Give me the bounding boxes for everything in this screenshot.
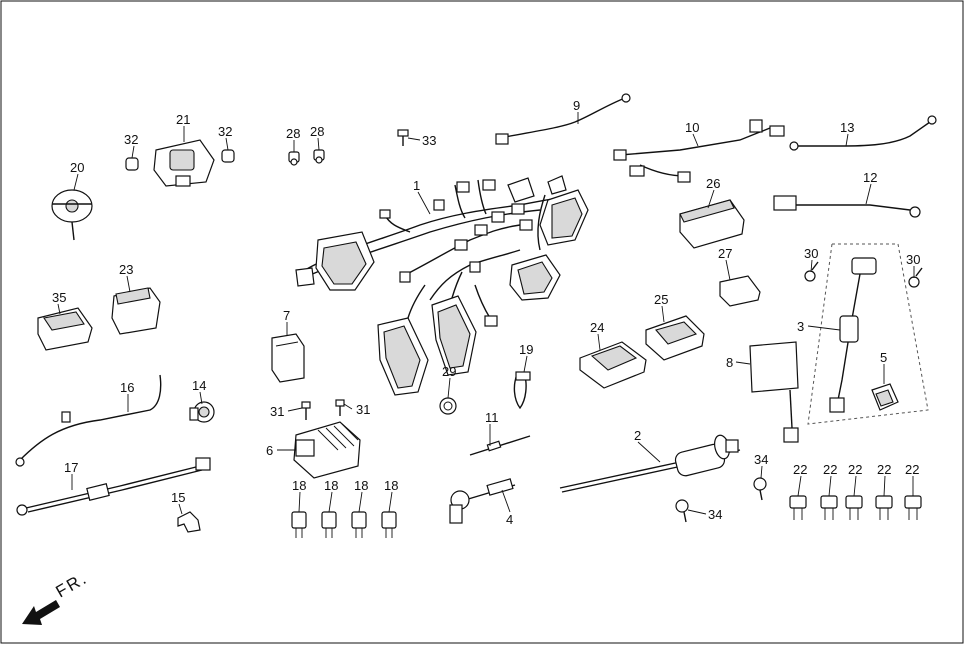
callout-32a: 32 <box>124 132 138 147</box>
part-1-main-harness <box>295 175 589 327</box>
callout-1: 1 <box>413 178 420 193</box>
part-13-cable <box>789 115 937 151</box>
callout-34a: 34 <box>754 452 768 467</box>
callout-35: 35 <box>52 290 66 305</box>
callout-22d: 22 <box>877 462 891 477</box>
callout-26: 26 <box>706 176 720 191</box>
part-1-harness-plugs <box>377 271 477 396</box>
part-32-bolts <box>125 149 235 171</box>
callout-3: 3 <box>797 319 804 334</box>
callout-22e: 22 <box>905 462 919 477</box>
callout-5: 5 <box>880 350 887 365</box>
callout-30a: 30 <box>804 246 818 261</box>
front-direction-arrow-icon <box>22 600 60 625</box>
callout-16: 16 <box>120 380 134 395</box>
part-24-ecu <box>579 341 647 389</box>
callout-28a: 28 <box>286 126 300 141</box>
part-29-ring <box>439 397 457 415</box>
callout-6: 6 <box>266 443 273 458</box>
callout-18b: 18 <box>324 478 338 493</box>
callout-22b: 22 <box>823 462 837 477</box>
callout-21: 21 <box>176 112 190 127</box>
callout-32b: 32 <box>218 124 232 139</box>
part-5-relay <box>871 383 899 411</box>
callout-11: 11 <box>485 410 499 425</box>
part-22-fuses <box>789 495 922 520</box>
part-21-switch-housing <box>153 139 215 187</box>
part-4-sensor-cable <box>449 478 516 524</box>
callout-34b: 34 <box>708 507 722 522</box>
callout-23: 23 <box>119 262 133 277</box>
callout-4: 4 <box>506 512 513 527</box>
part-19-clamp <box>513 371 531 410</box>
callout-7: 7 <box>283 308 290 323</box>
part-2-cable-with-filter <box>559 434 741 493</box>
callout-20: 20 <box>70 160 84 175</box>
part-6-regulator <box>293 421 361 479</box>
front-direction-label: FR. <box>53 568 91 601</box>
part-28-bolts <box>288 149 325 166</box>
callout-30b: 30 <box>906 252 920 267</box>
callout-13: 13 <box>840 120 854 135</box>
callout-19: 19 <box>519 342 533 357</box>
callout-2: 2 <box>634 428 641 443</box>
part-34-bolts <box>675 477 767 523</box>
part-10-wire-harness <box>613 119 785 183</box>
part-9-wire <box>495 93 631 145</box>
callout-10: 10 <box>685 120 699 135</box>
leader-lines <box>57 112 915 515</box>
callout-18d: 18 <box>384 478 398 493</box>
part-33-screw <box>397 129 409 146</box>
callout-33: 33 <box>422 133 436 148</box>
callout-22c: 22 <box>848 462 862 477</box>
callout-31a: 31 <box>270 404 284 419</box>
callout-28b: 28 <box>310 124 324 139</box>
part-12-cable-lug <box>773 195 921 218</box>
part-11-rod <box>469 435 531 456</box>
callout-14: 14 <box>192 378 206 393</box>
callout-25: 25 <box>654 292 668 307</box>
part-17-battery-cable <box>16 457 211 516</box>
callout-29: 29 <box>442 364 456 379</box>
callout-24: 24 <box>590 320 604 335</box>
callout-18c: 18 <box>354 478 368 493</box>
callout-15: 15 <box>171 490 185 505</box>
part-20-horn <box>51 189 93 241</box>
callout-27: 27 <box>718 246 732 261</box>
part-15-elbow <box>177 511 201 533</box>
part-7-cover <box>271 333 305 383</box>
callout-31b: 31 <box>356 402 370 417</box>
callout-9: 9 <box>573 98 580 113</box>
part-18-fuses <box>291 511 397 538</box>
part-31-screws <box>301 399 345 420</box>
part-30-screws <box>804 261 923 288</box>
callout-8: 8 <box>726 355 733 370</box>
part-3-relay-cable <box>807 243 929 425</box>
part-25-module <box>645 315 705 361</box>
part-26-module <box>679 199 745 249</box>
callout-17: 17 <box>64 460 78 475</box>
part-16-ground-cable <box>15 374 162 467</box>
callout-labels: 1 2 3 4 5 6 7 8 9 10 11 12 13 14 15 16 1… <box>52 98 920 527</box>
callout-18a: 18 <box>292 478 306 493</box>
part-27-bracket <box>719 275 761 307</box>
callout-12: 12 <box>863 170 877 185</box>
part-23-box <box>111 287 161 335</box>
callout-22a: 22 <box>793 462 807 477</box>
part-8-module <box>749 341 799 443</box>
part-14-grommet <box>189 401 215 423</box>
part-35-module <box>37 307 93 351</box>
